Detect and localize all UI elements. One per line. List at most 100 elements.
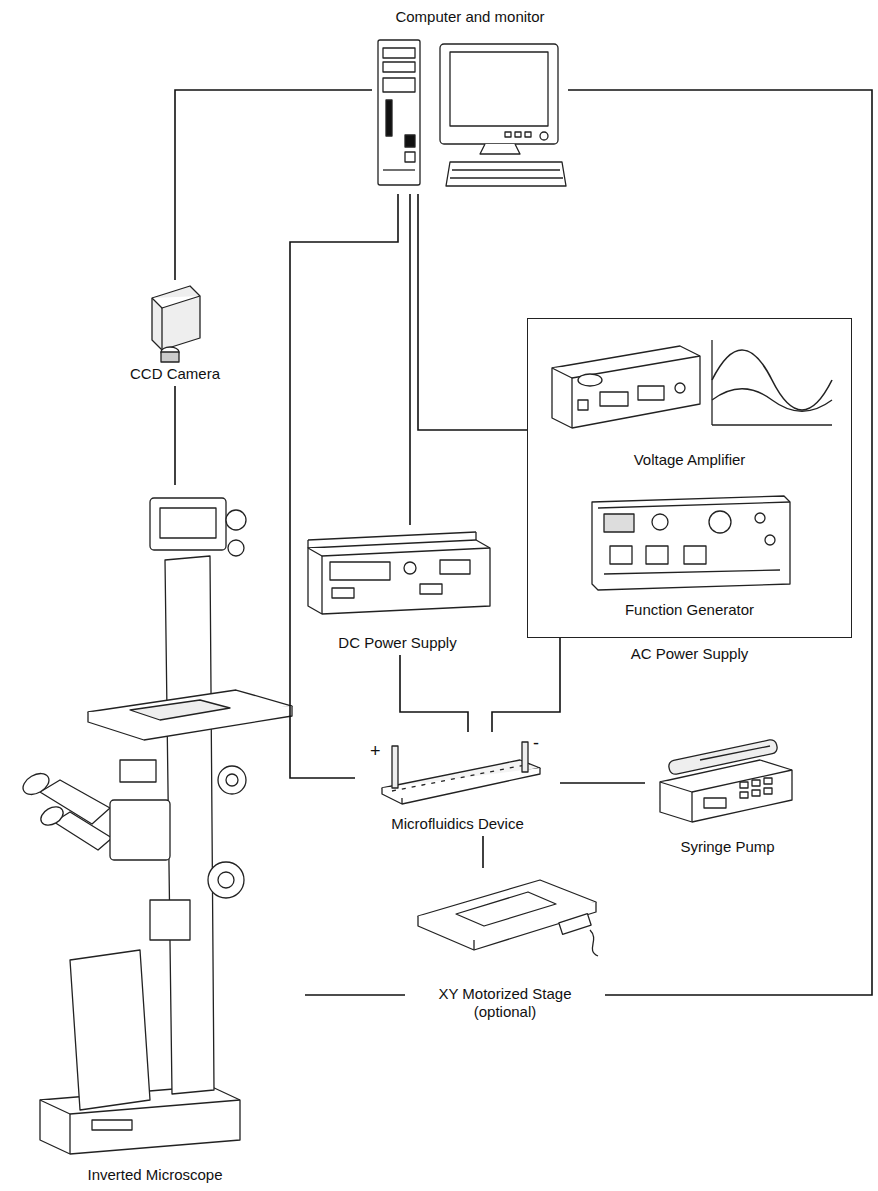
- syringe-pump-device-part: [752, 780, 760, 786]
- inverted-microscope-device: [19, 498, 292, 1154]
- voltage-amplifier-device-part: [552, 346, 700, 428]
- inverted-microscope-device-part: [70, 950, 150, 1110]
- function-generator-device-part: [610, 546, 632, 564]
- dc-power-supply-device-part: [308, 548, 490, 556]
- equipment-label: Microfluidics Device: [359, 815, 556, 833]
- computer-tower-part: [405, 152, 415, 162]
- computer-tower: [378, 40, 420, 185]
- computer-tower-part: [383, 62, 415, 72]
- dc-power-supply-device-part: [308, 540, 490, 614]
- cable-connector: [305, 994, 405, 996]
- function-generator-device-part: [598, 502, 790, 508]
- equipment-node: Function Generator: [540, 480, 840, 622]
- electrode-polarity: +: [370, 742, 381, 760]
- inverted-microscope-device-part: [69, 1114, 70, 1154]
- inverted-microscope-device-part: [92, 1120, 132, 1130]
- function-generator-device-part: [755, 513, 765, 523]
- cable-connector: [482, 836, 484, 868]
- monitor: [440, 44, 566, 186]
- dc-power-supply-device-part: [404, 562, 416, 574]
- cable-connector: [290, 194, 398, 778]
- function-generator-device-part: [646, 546, 668, 564]
- xy-stage-device-part: [456, 892, 556, 926]
- waveform-plot-part: [712, 389, 832, 412]
- inverted-microscope-device-part: [160, 508, 216, 538]
- syringe-pump-device-part: [764, 778, 772, 784]
- waveform-plot: [712, 340, 832, 425]
- equipment-label: AC Power Supply: [528, 645, 851, 663]
- syringe-pump-device-part: [691, 792, 692, 822]
- cable-connector: [568, 90, 872, 995]
- function-generator-device-part: [684, 546, 706, 564]
- equipment-label: Computer and monitor: [376, 8, 564, 26]
- function-generator-device-part: [709, 511, 731, 533]
- monitor-part: [525, 132, 531, 137]
- monitor-part: [452, 169, 560, 170]
- inverted-microscope-device-part: [110, 800, 170, 860]
- inverted-microscope-device-part: [228, 540, 244, 556]
- microfluidic-chip-part: [401, 798, 402, 804]
- syringe-pump-device-part: [752, 790, 760, 796]
- voltage-amplifier-device-part: [638, 386, 664, 400]
- syringe-pump-device-part: [740, 782, 748, 788]
- inverted-microscope-device-part: [208, 862, 244, 898]
- inverted-microscope-device-part: [150, 498, 226, 550]
- cable-connector: [175, 90, 372, 280]
- computer-tower-part: [383, 48, 415, 58]
- dc-power-supply-device-part: [332, 588, 354, 598]
- monitor-part: [446, 162, 566, 186]
- microfluidic-chip-part: [522, 742, 528, 772]
- equipment-label: Inverted Microscope: [9, 1166, 301, 1184]
- equipment-label: XY Motorized Stage (optional): [435, 985, 575, 1021]
- dc-power-supply-device-part: [440, 560, 470, 574]
- equipment-node: CCD Camera: [118, 280, 232, 386]
- voltage-amplifier-device: [552, 346, 700, 428]
- inverted-microscope-device-part: [218, 872, 234, 888]
- equipment-label: Function Generator: [546, 601, 834, 619]
- syringe-pump-device: [660, 739, 792, 822]
- xy-stage-device: [418, 880, 598, 956]
- microfluidic-chip-part: [382, 768, 540, 804]
- inverted-microscope-device-part: [38, 803, 67, 829]
- microfluidic-chip-part: [392, 764, 530, 791]
- voltage-amplifier-device-part: [600, 392, 628, 406]
- xy-stage-device-part: [559, 914, 591, 935]
- equipment-label: CCD Camera: [120, 365, 230, 383]
- function-generator-device: [592, 496, 790, 590]
- syringe-pump-device-part: [704, 798, 726, 808]
- dc-power-supply-device-part: [308, 532, 476, 540]
- equipment-label: DC Power Supply: [304, 634, 491, 652]
- equipment-label: Voltage Amplifier: [546, 451, 834, 469]
- inverted-microscope-device-part: [150, 900, 190, 940]
- inverted-microscope-device-part: [165, 556, 214, 1094]
- cable-connector: [400, 655, 468, 732]
- equipment-illustrations-part: [19, 40, 832, 1154]
- cable-connector: [492, 638, 560, 732]
- waveform-plot-part: [712, 424, 832, 425]
- inverted-microscope-device-part: [54, 812, 112, 850]
- monitor-part: [450, 52, 548, 126]
- equipment-node: XY Motorized Stage (optional): [405, 868, 605, 1024]
- equipment-node: Syringe Pump: [645, 735, 810, 859]
- ccd-camera-part: [152, 286, 200, 350]
- syringe-pump-device-part: [740, 792, 748, 798]
- inverted-microscope-device-part: [130, 700, 230, 720]
- microfluidic-chip: [382, 742, 540, 804]
- group-box: AC Power SupplyVoltage AmplifierFunction…: [527, 318, 852, 638]
- voltage-amplifier-device-part: [552, 356, 700, 378]
- monitor-part: [540, 132, 548, 140]
- function-generator-device-part: [765, 535, 775, 545]
- equipment-node: Inverted Microscope: [5, 485, 305, 1187]
- function-generator-device-part: [592, 496, 790, 590]
- computer-tower-part: [386, 100, 392, 136]
- ccd-camera-part: [161, 308, 162, 350]
- monitor-part: [440, 44, 558, 144]
- dc-power-supply-device-part: [307, 540, 308, 548]
- cable-connector: [418, 194, 527, 430]
- microfluidic-chip-part: [392, 746, 398, 788]
- inverted-microscope-device-part: [120, 760, 156, 782]
- dc-power-supply-device-part: [475, 532, 476, 540]
- equipment-node: Computer and monitor: [372, 6, 568, 194]
